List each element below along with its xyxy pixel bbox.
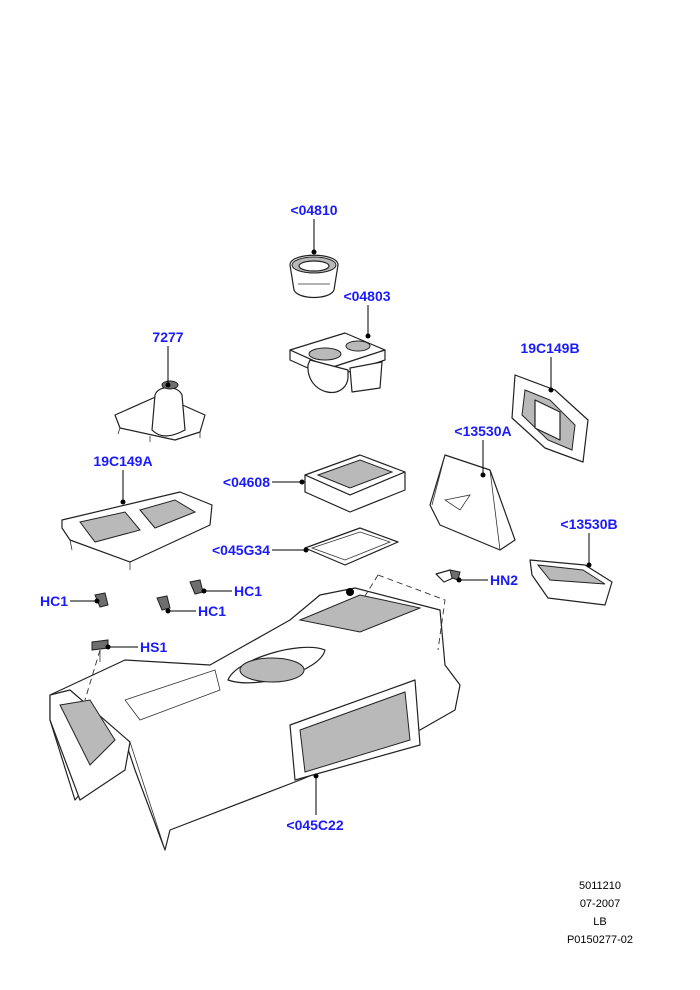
alignment-line-c — [364, 574, 379, 597]
callout-7277[interactable]: 7277 — [152, 329, 183, 345]
hc1-clip-upper-part — [189, 579, 204, 595]
footer-variant: LB — [593, 916, 607, 928]
leader-lines — [70, 219, 592, 815]
callout-045C22[interactable]: <045C22 — [286, 817, 343, 833]
tray-part — [304, 454, 406, 513]
liner-b-part — [529, 559, 613, 606]
bezel-b-part — [511, 374, 589, 463]
callout-045G34[interactable]: <045G34 — [212, 542, 270, 558]
footer-illustration-id: P0150277-02 — [566, 934, 634, 946]
callout-04810[interactable]: <04810 — [290, 202, 337, 218]
storage-pocket-a-part — [429, 454, 516, 551]
callout-13530B[interactable]: <13530B — [560, 516, 617, 532]
alignment-line-a — [377, 574, 446, 651]
callout-19C149A[interactable]: 19C149A — [93, 453, 152, 469]
callout-04608[interactable]: <04608 — [223, 474, 270, 490]
alignment-line-b — [84, 649, 101, 701]
callout-HC1-left[interactable]: HC1 — [40, 593, 68, 609]
callout-19C149B[interactable]: 19C149B — [520, 340, 579, 356]
footer-date: 07-2007 — [579, 898, 621, 910]
callout-HC1-lower[interactable]: HC1 — [198, 603, 226, 619]
console-body-part — [49, 587, 461, 851]
callout-HS1[interactable]: HS1 — [140, 639, 167, 655]
callout-13530A[interactable]: <13530A — [454, 423, 511, 439]
callout-04803[interactable]: <04803 — [343, 288, 390, 304]
cup-holder-frame-part — [289, 332, 386, 394]
hn2-clip-part — [435, 569, 461, 583]
mat-part — [304, 527, 399, 566]
callout-HN2[interactable]: HN2 — [490, 572, 518, 588]
hc1-clip-lower-part — [156, 595, 171, 611]
bezel-a-part — [61, 491, 213, 570]
footer-code: 5011210 — [578, 880, 621, 892]
cup-holder-insert-part — [289, 254, 339, 299]
callout-HC1-upper[interactable]: HC1 — [234, 583, 262, 599]
gear-boot-part — [114, 380, 206, 442]
